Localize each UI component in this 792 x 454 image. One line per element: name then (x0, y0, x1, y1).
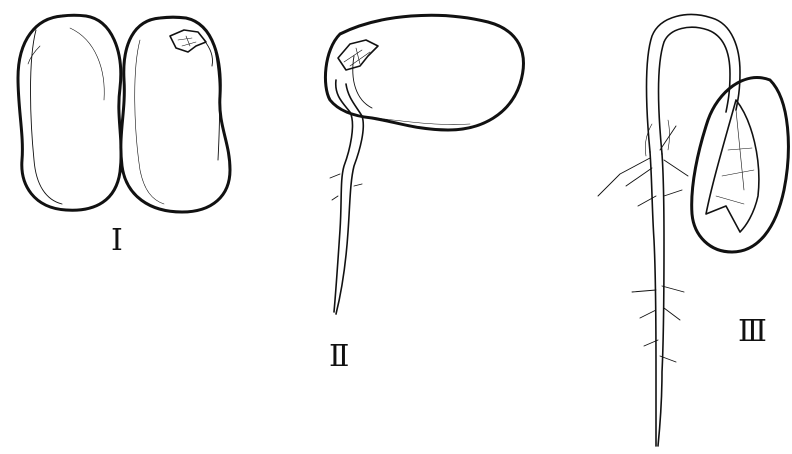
stage-1-seed (18, 15, 230, 212)
stage-2-seed (325, 15, 523, 314)
stage-label-1: Ⅰ (111, 226, 123, 256)
seed-coat (325, 15, 523, 130)
stage-label-3: Ⅲ (738, 317, 767, 347)
lateral-roots (598, 126, 688, 362)
stage-label-2: Ⅱ (329, 342, 349, 372)
stage-3-seedling (598, 15, 788, 446)
seedling-cotyledon (692, 78, 789, 252)
